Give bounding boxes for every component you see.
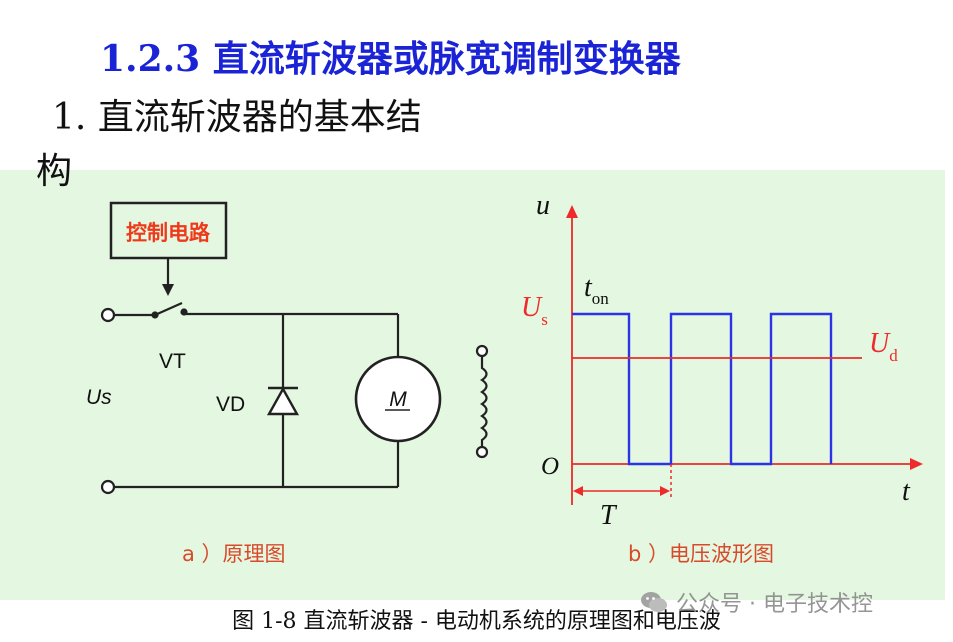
period-arrow-right [660, 486, 670, 496]
terminal-bottom [100, 479, 116, 495]
ud-level-label: Ud [869, 328, 898, 365]
us-label-sub: s [541, 310, 548, 329]
ton-label-sub: on [592, 289, 610, 308]
us-level-label: Us [521, 292, 548, 329]
origin-label: O [541, 453, 559, 480]
watermark-text: 公众号 · 电子技术控 [676, 592, 873, 617]
motor-label: M [389, 388, 407, 411]
figure-caption: 图 1-8 直流斩波器 - 电动机系统的原理图和电压波 [232, 609, 721, 634]
schematic-caption: a ）原理图 [182, 542, 286, 566]
motor-circle [354, 355, 442, 443]
schematic [100, 201, 489, 495]
subtitle-line-1: 1. 直流斩波器的基本结 [52, 97, 422, 138]
pulse-train [572, 312, 833, 466]
control-circuit-label: 控制电路 [126, 221, 211, 245]
section-title: 1.2.3 直流斩波器或脉宽调制变换器 [100, 38, 681, 80]
ton-label-main: t [584, 272, 593, 303]
us-label-main: U [521, 292, 543, 323]
x-axis-arrow [910, 458, 923, 470]
ton-label: ton [584, 272, 609, 308]
period-label-t: T [600, 500, 618, 531]
ud-label-sub: d [889, 346, 898, 365]
diagram-canvas: 控制电路 VT VD Us M a ）原理图 u t O Us Ud ton T… [86, 190, 923, 566]
y-axis-label-u: u [536, 190, 550, 221]
wechat-icon [641, 592, 667, 612]
figure-panel [0, 170, 945, 600]
waveform-caption: b ）电压波形图 [628, 542, 774, 566]
control-arrow-head [162, 284, 174, 296]
y-axis-arrow [566, 205, 578, 218]
watermark: 公众号 · 电子技术控 [640, 586, 873, 618]
field-coil [480, 356, 488, 447]
switch-label-vt: VT [159, 350, 186, 373]
field-terminal-top [475, 344, 489, 358]
terminal-top [100, 307, 116, 323]
diode-label-vd: VD [216, 393, 245, 416]
period-arrow-left [573, 486, 583, 496]
subtitle-line-2: 构 [36, 151, 73, 192]
source-label-us: Us [86, 386, 112, 409]
field-terminal-bottom [475, 445, 489, 459]
x-axis-label-t: t [902, 476, 911, 507]
waveform [566, 205, 923, 505]
ud-label-main: U [869, 328, 891, 359]
switch-blade [154, 301, 183, 317]
diode-triangle [266, 386, 300, 416]
